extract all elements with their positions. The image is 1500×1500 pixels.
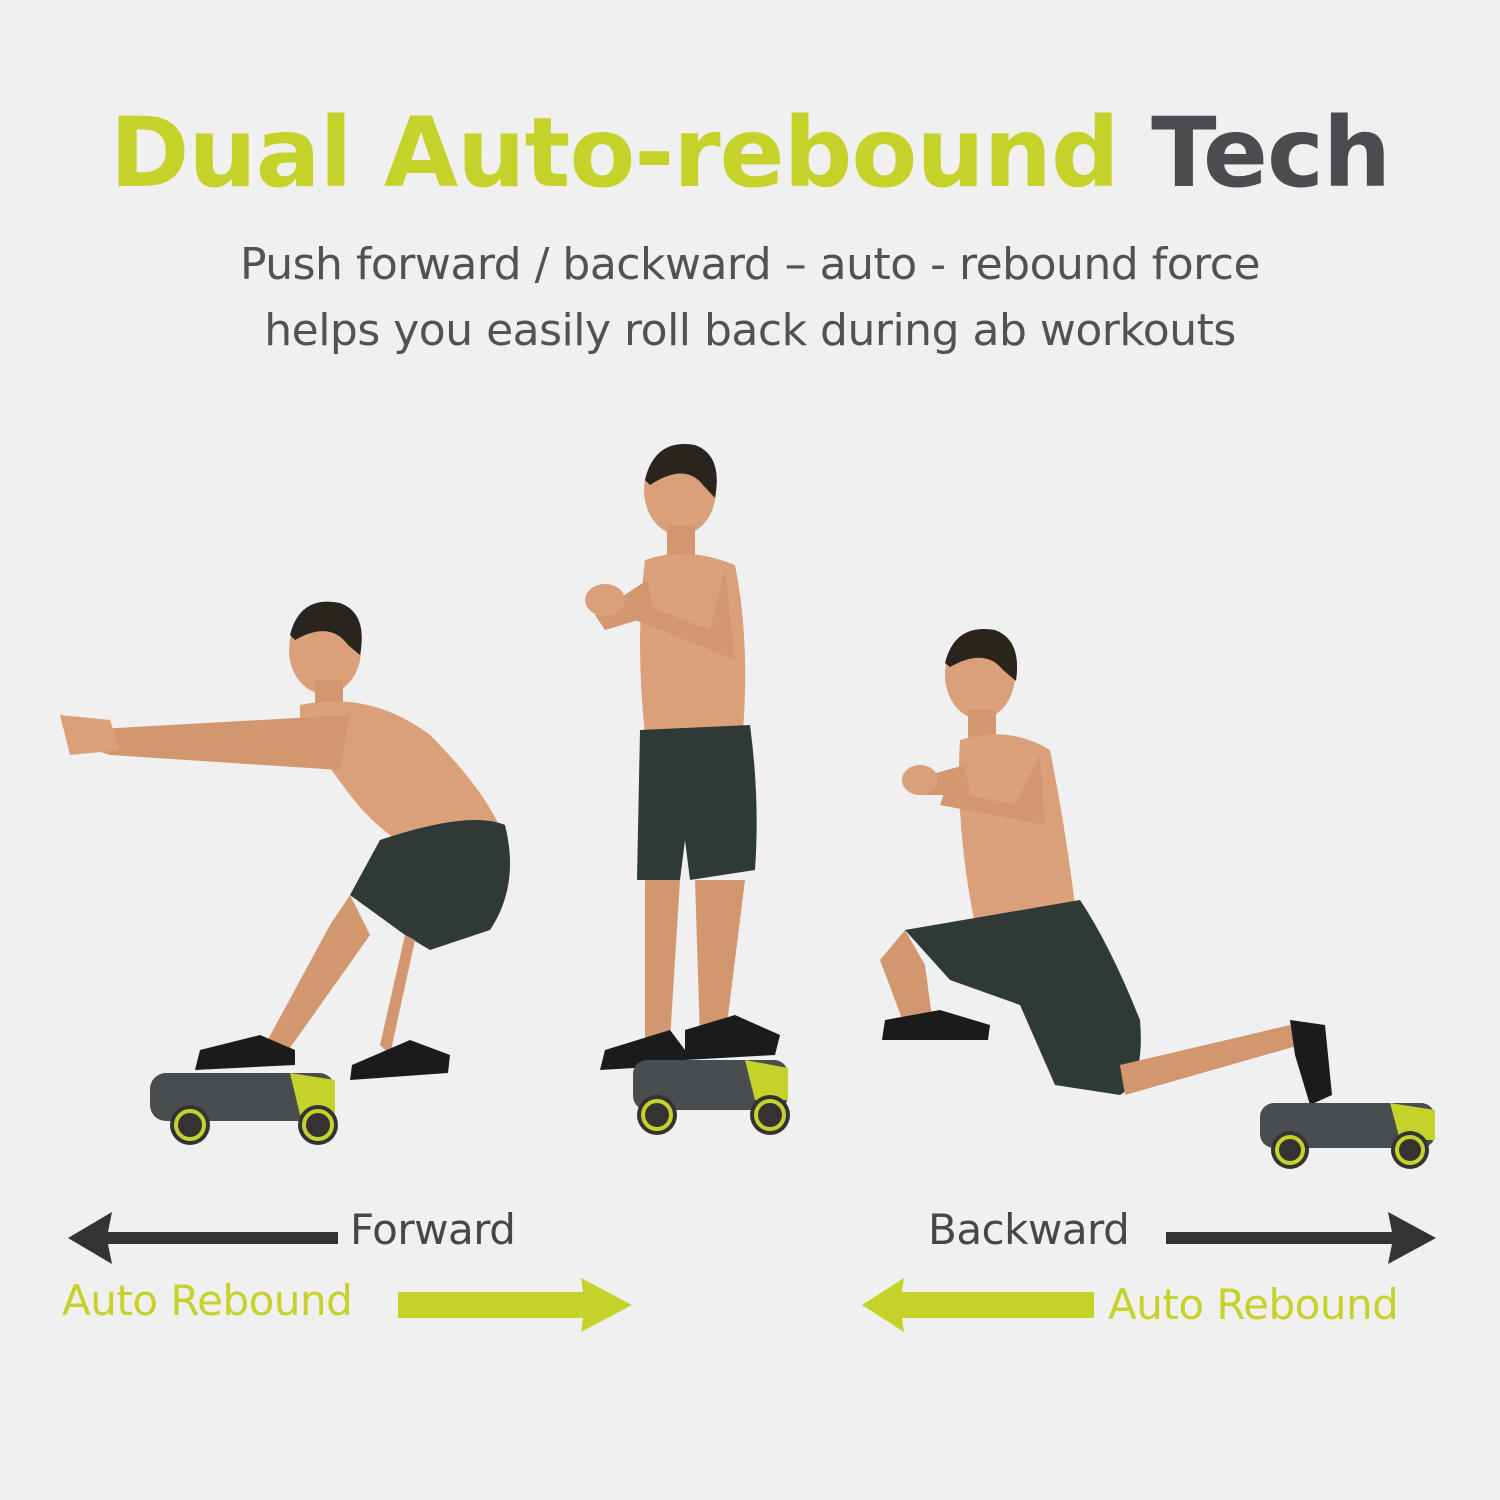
forward-rebound-label: Auto Rebound xyxy=(62,1276,353,1325)
roller-board-1 xyxy=(150,1073,338,1145)
subtitle-line-1: Push forward / backward – auto - rebound… xyxy=(239,239,1261,290)
headline-dark: Tech xyxy=(1151,97,1391,209)
roller-board-3 xyxy=(1260,1103,1435,1169)
subtitle-line-2: helps you easily roll back during ab wor… xyxy=(264,305,1236,356)
headline: Dual Auto-rebound Tech xyxy=(0,98,1500,208)
headline-accent: Dual Auto-rebound xyxy=(109,97,1120,209)
figure-standing xyxy=(585,444,790,1135)
figure-lunge xyxy=(880,628,1435,1169)
backward-arrow-right-icon xyxy=(1166,1212,1436,1264)
backward-rebound-label: Auto Rebound xyxy=(1108,1280,1399,1329)
figure-forward-lean xyxy=(60,601,510,1145)
roller-board-2 xyxy=(633,1060,790,1135)
rebound-arrow-right-icon xyxy=(398,1278,632,1332)
rebound-arrow-left-icon xyxy=(862,1278,1094,1332)
forward-arrow-left-icon xyxy=(68,1212,338,1264)
backward-label: Backward xyxy=(928,1205,1130,1254)
subtitle: Push forward / backward – auto - rebound… xyxy=(0,232,1500,364)
forward-label: Forward xyxy=(350,1205,516,1254)
